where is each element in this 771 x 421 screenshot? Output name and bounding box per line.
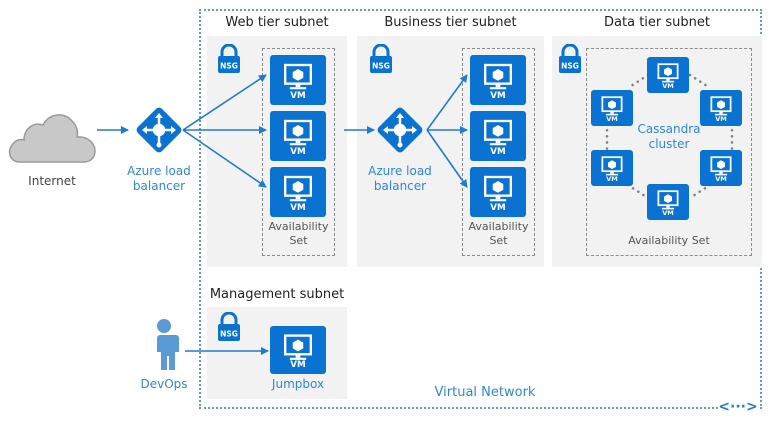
vm-label: VM: [290, 147, 306, 157]
vm-label: VM: [662, 208, 674, 217]
vm-label: VM: [715, 114, 727, 123]
business-vm[interactable]: VM: [470, 55, 526, 105]
vm-label: VM: [662, 81, 674, 90]
vm-label: VM: [606, 114, 618, 123]
monitor-icon: [657, 63, 679, 83]
web-vm[interactable]: VM: [270, 55, 326, 105]
vm-label: VM: [715, 174, 727, 183]
data-tier-title: Data tier subnet: [604, 15, 710, 30]
web-load-balancer-label: Azure load balancer: [127, 164, 191, 193]
vm-label: VM: [490, 203, 506, 213]
business-vm[interactable]: VM: [470, 111, 526, 161]
web-tier-title: Web tier subnet: [225, 15, 329, 30]
business-tier-title: Business tier subnet: [384, 15, 517, 30]
cassandra-vm[interactable]: VM: [591, 150, 633, 186]
cassandra-vm[interactable]: VM: [647, 184, 689, 220]
business-load-balancer-icon[interactable]: [374, 104, 426, 156]
web-lb-to-vm1-arrow: [182, 74, 267, 131]
monitor-icon: [284, 63, 312, 90]
business-load-balancer-label: Azure load balancer: [368, 164, 432, 193]
nsg-lock-icon[interactable]: NSG: [369, 43, 393, 78]
vm-label: VM: [606, 174, 618, 183]
cloud-icon: [8, 114, 96, 163]
biz-lb-to-vm3-arrow: [426, 129, 468, 188]
vm-label: VM: [490, 147, 506, 157]
business-availability-set-label: Availability Set: [468, 220, 529, 247]
vm-label: VM: [490, 91, 506, 101]
monitor-icon: [284, 119, 312, 146]
vm-label: VM: [290, 203, 306, 213]
business-availability-set: [462, 48, 535, 256]
monitor-icon: [710, 96, 732, 116]
monitor-icon: [484, 63, 512, 90]
internet-label: Internet: [28, 174, 76, 188]
nsg-lock-icon[interactable]: NSG: [558, 43, 582, 78]
svg-text:NSG: NSG: [220, 330, 238, 339]
data-availability-set-label: Availability Set: [628, 234, 710, 247]
vm-label: VM: [290, 91, 306, 101]
monitor-icon: [484, 119, 512, 146]
monitor-icon: [601, 156, 623, 176]
svg-text:NSG: NSG: [372, 62, 390, 71]
vnet-icon: <···>: [718, 397, 758, 417]
nsg-lock-icon[interactable]: NSG: [217, 43, 241, 78]
web-load-balancer-icon[interactable]: [133, 104, 185, 156]
cassandra-vm[interactable]: VM: [647, 57, 689, 93]
monitor-icon: [657, 190, 679, 210]
cassandra-vm[interactable]: VM: [700, 150, 742, 186]
monitor-icon: [284, 334, 312, 360]
business-vm[interactable]: VM: [470, 167, 526, 217]
virtual-network-label: Virtual Network: [434, 385, 536, 400]
svg-text:NSG: NSG: [561, 62, 579, 71]
cassandra-cluster-label: Cassandra cluster: [637, 122, 701, 151]
jumpbox-label: Jumpbox: [271, 377, 325, 391]
devops-label: DevOps: [140, 377, 188, 391]
monitor-icon: [710, 156, 732, 176]
management-title: Management subnet: [209, 287, 345, 302]
web-availability-set-label: Availability Set: [268, 220, 329, 247]
web-availability-set: [262, 48, 335, 256]
biz-lb-to-vm1-arrow: [426, 74, 468, 131]
nsg-lock-icon[interactable]: NSG: [217, 311, 241, 346]
person-icon: [152, 319, 179, 370]
svg-text:NSG: NSG: [220, 62, 238, 71]
cassandra-vm[interactable]: VM: [700, 90, 742, 126]
jumpbox-vm[interactable]: VM: [270, 326, 326, 374]
data-availability-set: [586, 48, 752, 256]
monitor-icon: [601, 96, 623, 116]
monitor-icon: [284, 175, 312, 202]
cassandra-vm[interactable]: VM: [591, 90, 633, 126]
web-vm[interactable]: VM: [270, 167, 326, 217]
monitor-icon: [484, 175, 512, 202]
web-lb-to-vm3-arrow: [182, 129, 267, 188]
vm-label: VM: [290, 360, 306, 370]
web-vm[interactable]: VM: [270, 111, 326, 161]
